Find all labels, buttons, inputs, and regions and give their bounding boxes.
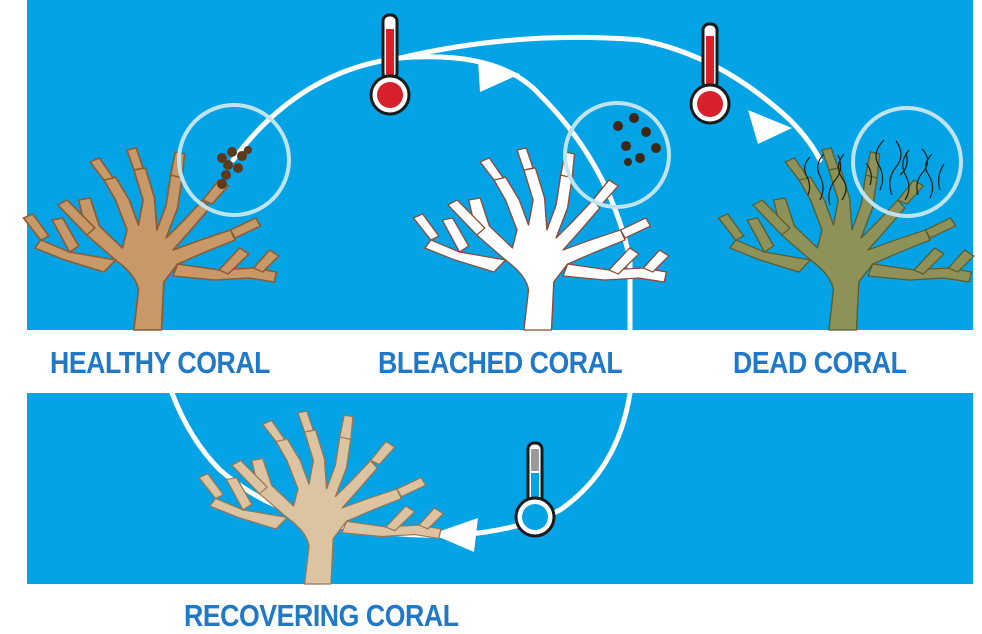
ocean-bottom-band xyxy=(27,393,973,584)
label-dead-coral: DEAD CORAL xyxy=(733,347,906,378)
label-healthy-coral: HEALTHY CORAL xyxy=(50,347,270,378)
label-bleached-coral: BLEACHED CORAL xyxy=(378,347,622,378)
label-recovering-coral: RECOVERING CORAL xyxy=(184,600,459,631)
